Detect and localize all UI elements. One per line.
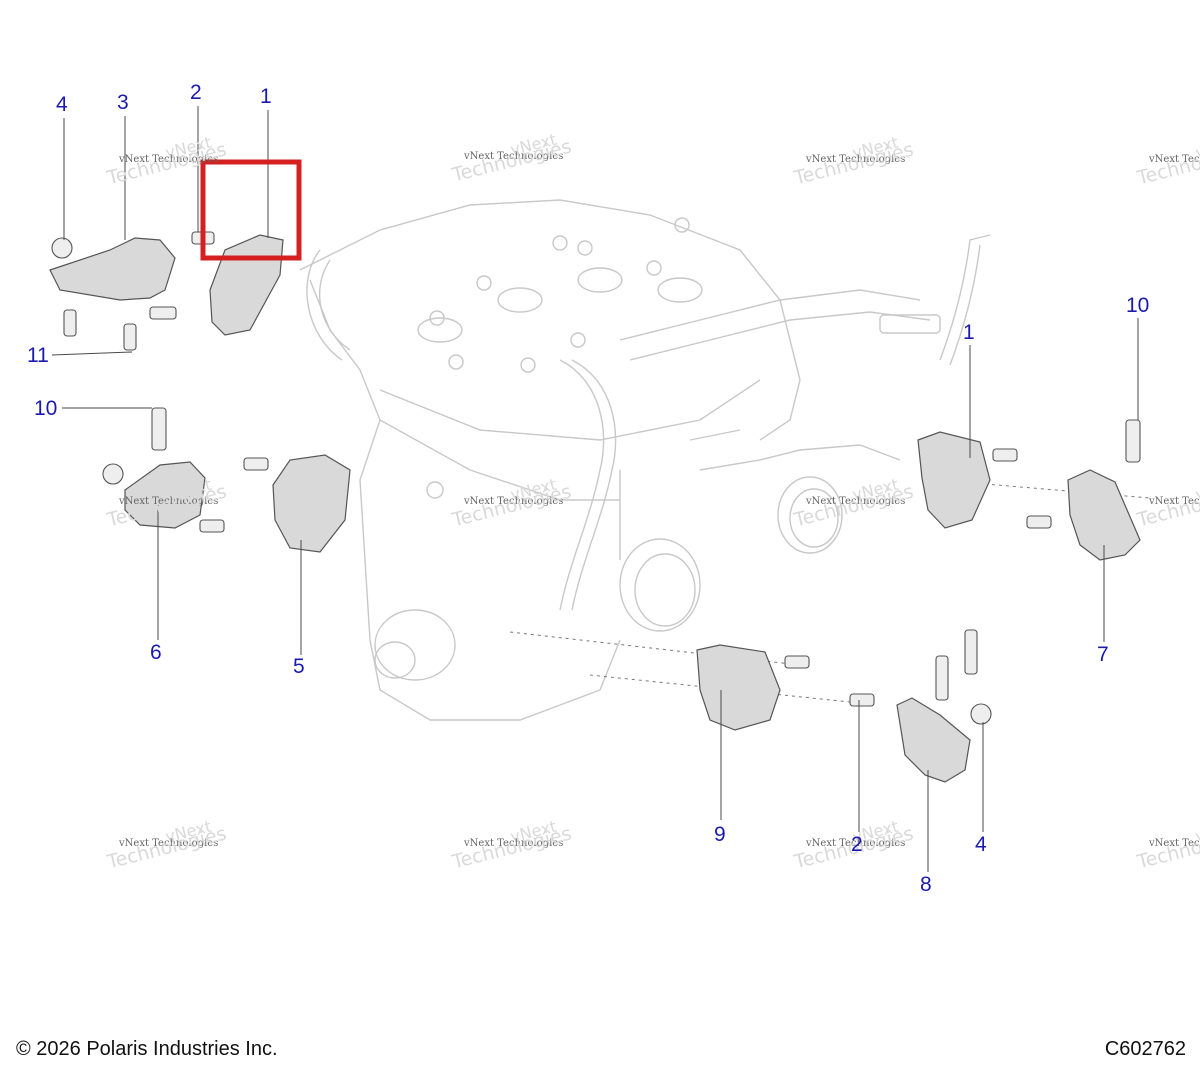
callout-label: 9 [714,823,726,846]
callout-label: 6 [150,641,162,664]
copyright-text: © 2026 Polaris Industries Inc. [16,1038,278,1060]
callout-label: 1 [963,321,975,344]
callout-label: 10 [34,397,58,420]
callout-label: 4 [56,93,68,116]
leader-lines [51,106,1139,872]
callout-label: 10 [1126,294,1150,317]
callout-label: 3 [117,91,129,114]
callout-label: 7 [1097,643,1109,666]
highlight-box [200,159,302,261]
callout-label: 1 [260,85,272,108]
engine-block-drawing [299,199,991,721]
callout-label: 5 [293,655,305,678]
assembly-lines [509,483,1151,703]
callout-label: 8 [920,873,932,896]
fasteners [51,231,1141,725]
callout-label: 2 [851,833,863,856]
drawing-id: C602762 [1104,1038,1186,1060]
callout-label: 11 [27,344,49,367]
callout-label: 2 [190,81,202,104]
callout-label: 4 [975,833,987,856]
